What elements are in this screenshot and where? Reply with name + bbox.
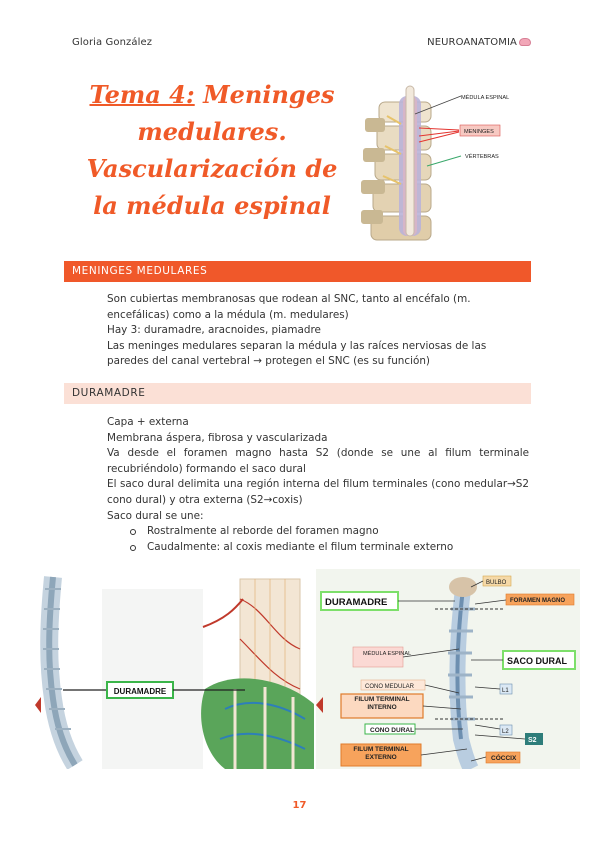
text-line: Son cubiertas membranosas que rodean al … — [107, 293, 471, 321]
text-line: Va desde el foramen magno hasta S2 (dond… — [107, 447, 529, 475]
right-label-cono-medular: CONO MEDULAR — [365, 684, 415, 690]
label-vertebras: VÉRTEBRAS — [465, 153, 499, 160]
right-label-medula: MÉDULA ESPINAL — [363, 650, 411, 657]
right-label-filum-interno: FILUM TERMINAL INTERNO — [354, 696, 410, 711]
dural-sac-figure: DURAMADRE BULBO FORAMEN MAGNO DURAMADRE … — [35, 569, 580, 769]
header-author: Gloria González — [72, 37, 153, 48]
text-line: Las meninges medulares separan la médula… — [107, 339, 487, 368]
right-label-coccix: CÓCCIX — [491, 753, 517, 762]
text-line: Hay 3: duramadre, aracnoides, piamadre — [107, 324, 321, 337]
text-line: Membrana áspera, fibrosa y vascularizada — [107, 431, 328, 444]
right-label-filum-externo: FILUM TERMINAL EXTERNO — [353, 746, 409, 761]
title-topic: Tema 4: — [89, 80, 195, 109]
right-label-cono-dural: CONO DURAL — [370, 727, 414, 734]
text-line: El saco dural delimita una región intern… — [107, 478, 529, 506]
vertebrae-illustration — [361, 85, 432, 241]
page-title: Tema 4: Meninges medulares. Vascularizac… — [82, 76, 342, 224]
label-medula: MÉDULA ESPINAL — [461, 94, 509, 101]
right-label-saco: SACO DURAL — [507, 656, 568, 666]
text-line: Capa + externa — [107, 416, 189, 428]
right-label-l1: L1 — [502, 688, 509, 694]
page-number: 17 — [292, 800, 307, 811]
section-heading-duramadre: DURAMADRE — [64, 383, 531, 404]
left-label-duramadre: DURAMADRE — [114, 687, 167, 696]
spine-meninges-figure: MÉDULA ESPINAL MENINGES VÉRTEBRAS — [357, 84, 527, 244]
duramadre-paragraph: Capa + externa Membrana áspera, fibrosa … — [107, 415, 529, 555]
meninges-paragraph: Son cubiertas membranosas que rodean al … — [107, 292, 529, 370]
right-label-s2: S2 — [528, 737, 537, 744]
list-item: Rostralmente al reborde del foramen magn… — [107, 524, 529, 540]
right-label-l2: L2 — [502, 729, 509, 735]
list-item: Caudalmente: al coxis mediante el filum … — [107, 540, 529, 556]
title-text: Meninges medulares. Vascularización de l… — [86, 80, 338, 220]
right-label-bulbo: BULBO — [486, 580, 507, 586]
section-heading-meninges: MENINGES MEDULARES — [64, 261, 531, 282]
right-label-duramadre: DURAMADRE — [325, 597, 387, 608]
right-label-foramen: FORAMEN MAGNO — [510, 598, 565, 604]
label-meninges: MENINGES — [464, 129, 494, 135]
header-subject: NEUROANATOMIA — [427, 37, 531, 48]
brain-icon — [519, 38, 531, 46]
text-line: Saco dural se une: — [107, 509, 204, 522]
